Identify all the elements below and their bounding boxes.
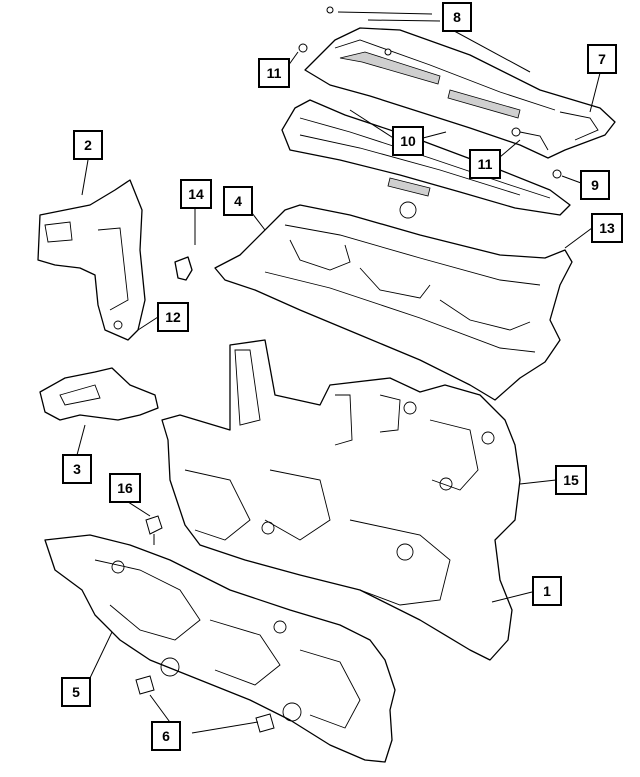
svg-text:10: 10	[400, 133, 416, 149]
callout-16: 16	[109, 473, 141, 503]
svg-text:15: 15	[563, 472, 579, 488]
callout-11-top: 11	[258, 58, 290, 88]
callout-1: 1	[532, 576, 562, 606]
dash-panel	[161, 339, 521, 661]
callout-15: 15	[555, 465, 587, 495]
dash-upper-panel	[214, 204, 573, 401]
screw-9	[552, 169, 562, 179]
screw-8b	[384, 48, 392, 56]
callout-2: 2	[73, 130, 103, 160]
callout-9: 9	[580, 170, 610, 200]
callout-12: 12	[157, 302, 189, 332]
callout-14: 14	[180, 179, 212, 209]
callout-6: 6	[151, 721, 181, 751]
svg-text:6: 6	[162, 728, 170, 744]
svg-text:9: 9	[591, 177, 599, 193]
svg-text:14: 14	[188, 186, 204, 202]
callout-10: 10	[392, 126, 424, 156]
fastener-6a	[135, 675, 155, 695]
screw-11-top	[298, 43, 308, 53]
svg-text:11: 11	[267, 65, 282, 81]
callout-8: 8	[442, 2, 472, 32]
svg-text:16: 16	[117, 480, 133, 496]
screw-8a	[326, 6, 334, 14]
dash-silencer	[44, 534, 396, 763]
fastener-16	[145, 515, 163, 545]
svg-text:12: 12	[165, 309, 181, 325]
callout-3: 3	[62, 454, 92, 484]
mounting-bracket	[39, 367, 159, 421]
svg-text:5: 5	[72, 684, 80, 700]
svg-text:2: 2	[84, 137, 92, 153]
svg-text:3: 3	[73, 461, 81, 477]
svg-text:7: 7	[598, 51, 606, 67]
clip-part	[174, 256, 193, 281]
callout-5: 5	[61, 677, 91, 707]
svg-text:13: 13	[599, 220, 615, 236]
cowl-top-panel	[304, 27, 616, 159]
callout-11-lower: 11	[469, 149, 501, 179]
fastener-6b	[255, 713, 275, 733]
side-bracket	[37, 179, 146, 341]
svg-text:8: 8	[453, 9, 461, 25]
callout-4: 4	[223, 186, 253, 216]
svg-text:1: 1	[543, 583, 551, 599]
callout-7: 7	[587, 44, 617, 74]
screw-11-lower	[511, 127, 521, 137]
svg-text:4: 4	[234, 193, 242, 209]
svg-text:11: 11	[478, 156, 493, 172]
callout-13: 13	[591, 213, 623, 243]
